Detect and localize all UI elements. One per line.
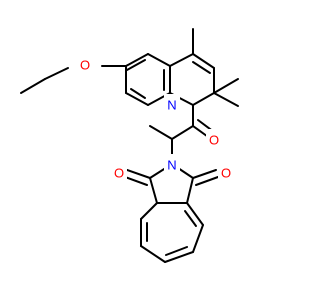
- bonds: [20, 28, 239, 263]
- bond: [186, 202, 204, 226]
- bond: [192, 53, 215, 69]
- bond: [44, 67, 69, 80]
- bond: [126, 59, 146, 71]
- imide-oxygen-left-label: O: [114, 166, 124, 181]
- amide-oxygen-label: O: [209, 133, 219, 148]
- bond: [125, 53, 149, 67]
- ring-nitrogen-label: N: [167, 98, 176, 113]
- bond: [192, 92, 215, 106]
- bond: [20, 78, 46, 94]
- bond: [213, 92, 239, 107]
- bond: [124, 176, 148, 186]
- atom-label-bg: [164, 154, 180, 176]
- molecule-canvas: O N O N O O: [20, 28, 239, 263]
- bond: [125, 92, 149, 106]
- bond: [164, 251, 194, 263]
- bond: [186, 177, 194, 204]
- atom-label-bg: [206, 129, 222, 151]
- bond: [165, 246, 188, 256]
- bond: [192, 61, 211, 74]
- molecule-structure: O N O N O O: [20, 28, 239, 263]
- atom-label-bg: [164, 94, 180, 116]
- bond: [130, 88, 146, 99]
- imide-oxygen-right-label: O: [221, 166, 231, 181]
- bond: [140, 245, 166, 263]
- atom-labels: O N O N O O: [77, 54, 234, 184]
- bond: [184, 210, 197, 227]
- bond: [213, 78, 239, 94]
- atom-label-bg: [218, 162, 234, 184]
- bond: [149, 177, 158, 204]
- atom-label-bg: [77, 54, 93, 76]
- imide-nitrogen-label: N: [167, 158, 176, 173]
- bond: [140, 202, 158, 220]
- bond: [195, 176, 219, 186]
- bond: [192, 224, 204, 253]
- bond: [126, 169, 151, 179]
- bond: [149, 125, 173, 140]
- bond: [171, 125, 194, 140]
- bond: [192, 169, 217, 179]
- bond: [147, 53, 171, 67]
- bond: [169, 53, 194, 67]
- atom-label-bg: [111, 162, 127, 184]
- ether-oxygen-label: O: [80, 58, 90, 73]
